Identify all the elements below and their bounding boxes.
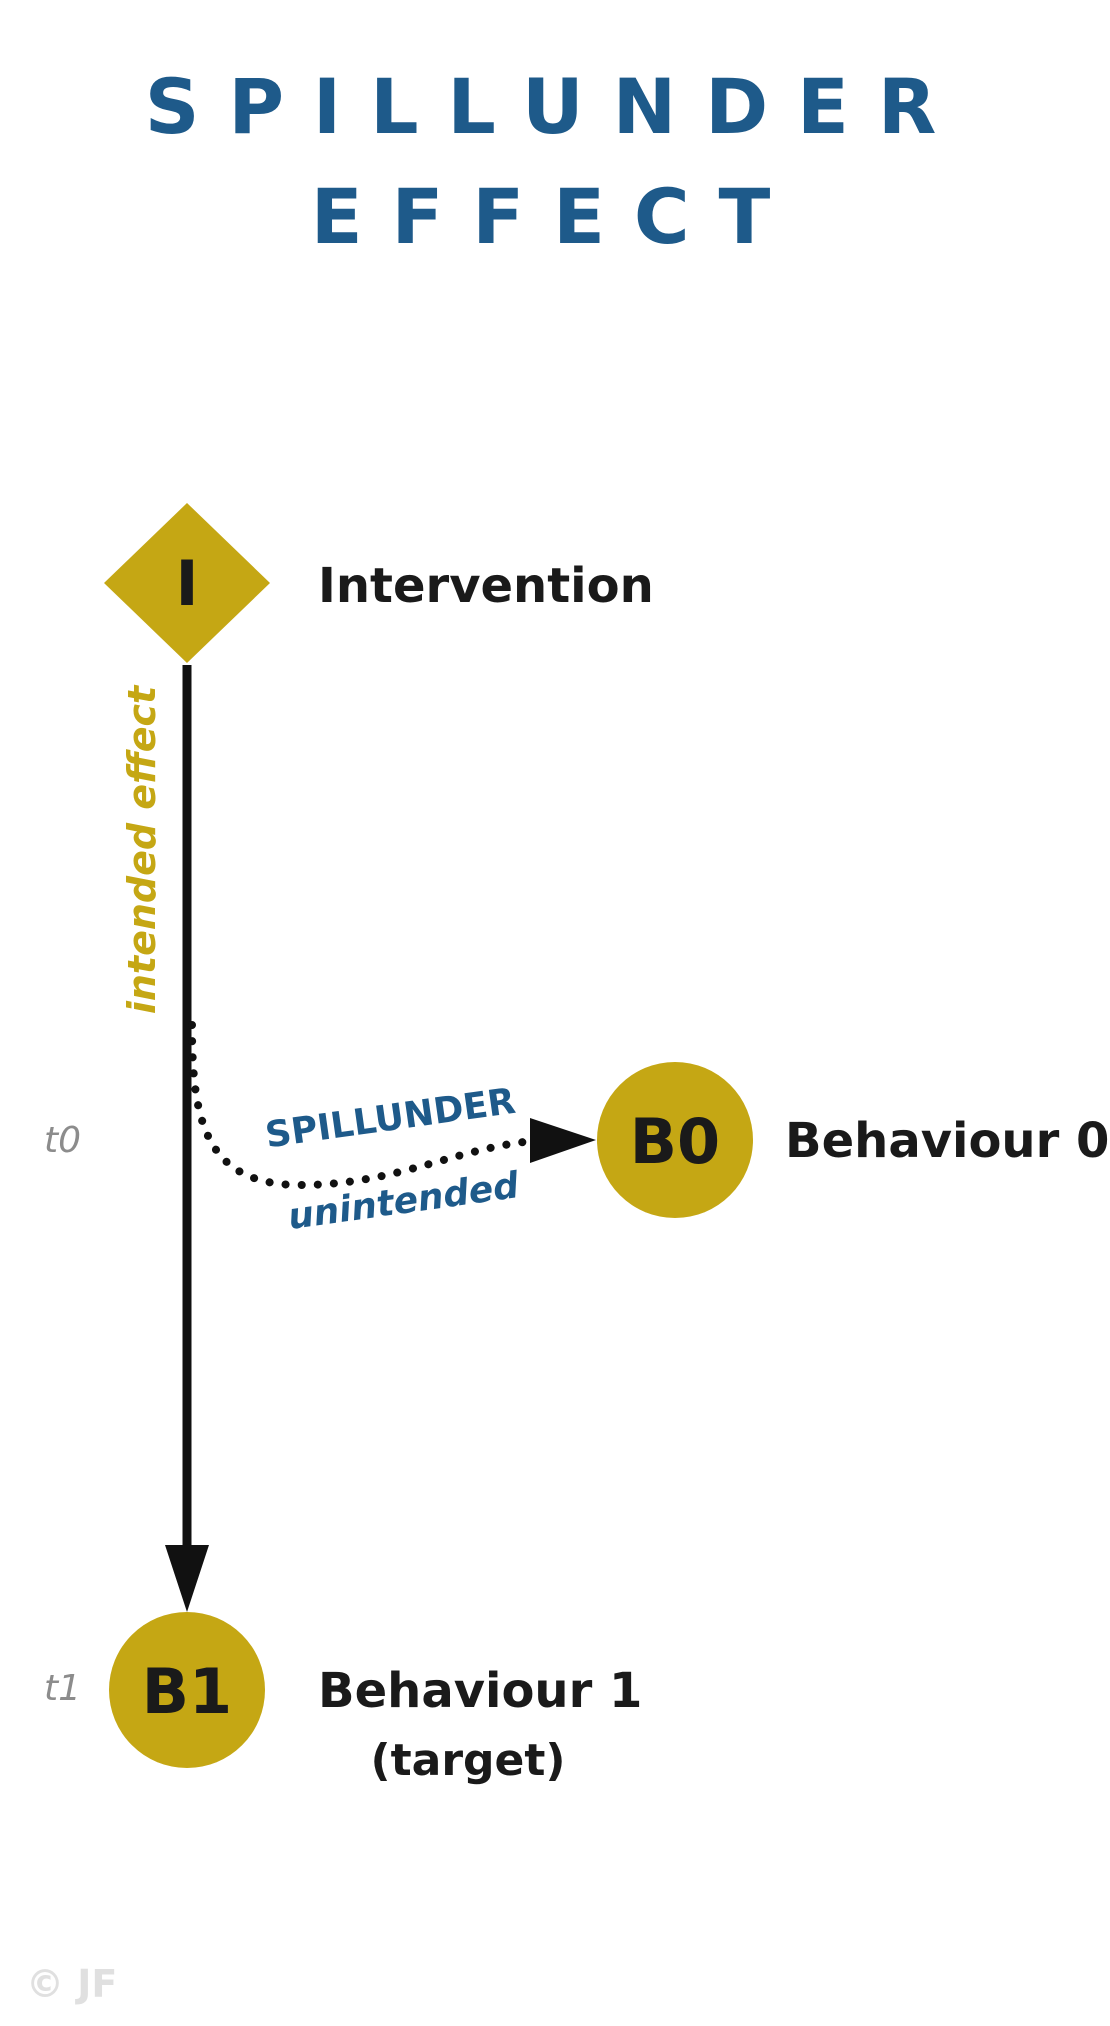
b0-node bbox=[597, 1062, 753, 1218]
intervention-symbol: I bbox=[175, 547, 198, 620]
spill-label: SPILLUNDER bbox=[263, 1081, 518, 1157]
title-line-1: SPILLUNDER bbox=[144, 62, 966, 151]
b1-label: Behaviour 1 bbox=[318, 1663, 642, 1719]
spill-edge-arrowhead bbox=[530, 1118, 596, 1163]
intervention-node bbox=[104, 503, 270, 663]
title-line-2: EFFECT bbox=[310, 172, 800, 261]
spill-sublabel: unintended bbox=[285, 1165, 522, 1238]
intervention-label: Intervention bbox=[318, 558, 654, 614]
intended-effect-label: intended effect bbox=[120, 684, 164, 1014]
time-label-t1: t1 bbox=[44, 1668, 81, 1709]
b1-node bbox=[109, 1612, 265, 1768]
b0-label: Behaviour 0 bbox=[785, 1113, 1109, 1169]
b1-symbol: B1 bbox=[142, 1655, 232, 1728]
b1-sublabel: (target) bbox=[370, 1735, 565, 1786]
intended-edge-arrowhead bbox=[165, 1545, 209, 1612]
time-label-t0: t0 bbox=[44, 1120, 81, 1161]
spill-edge-curve bbox=[188, 1021, 549, 1190]
b0-symbol: B0 bbox=[630, 1105, 720, 1178]
copyright: © JF bbox=[26, 1962, 117, 2006]
